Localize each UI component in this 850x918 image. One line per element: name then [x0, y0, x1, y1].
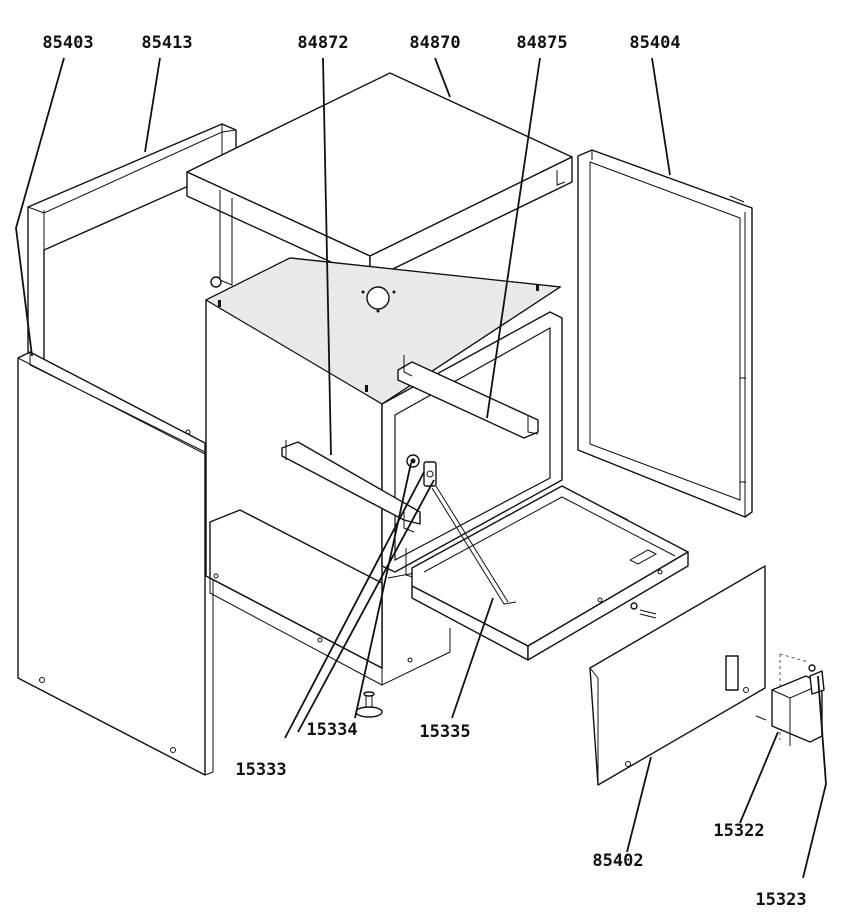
- left-back-frame: [27, 123, 237, 360]
- part-labels: 85403 85413 84872 84870 84875 85404 1533…: [42, 33, 806, 910]
- label-85402: 85402: [592, 851, 643, 871]
- label-84872: 84872: [297, 33, 348, 53]
- top-cover: [186, 72, 573, 286]
- drawer-tray: [411, 485, 689, 661]
- bin-assembly: [755, 653, 825, 746]
- right-side-panel: [577, 149, 753, 518]
- label-15335: 15335: [419, 722, 470, 742]
- label-85403: 85403: [42, 33, 93, 53]
- label-15334: 15334: [306, 720, 357, 740]
- label-84875: 84875: [516, 33, 567, 53]
- label-15322: 15322: [713, 821, 764, 841]
- leader-lines: [15, 57, 827, 879]
- label-15323: 15323: [755, 890, 806, 910]
- label-85404: 85404: [629, 33, 680, 53]
- label-85413: 85413: [141, 33, 192, 53]
- left-side-panel: [17, 351, 214, 776]
- cabinet-body: [204, 257, 563, 686]
- label-15333: 15333: [235, 760, 286, 780]
- front-panel: [589, 565, 766, 786]
- label-84870: 84870: [409, 33, 460, 53]
